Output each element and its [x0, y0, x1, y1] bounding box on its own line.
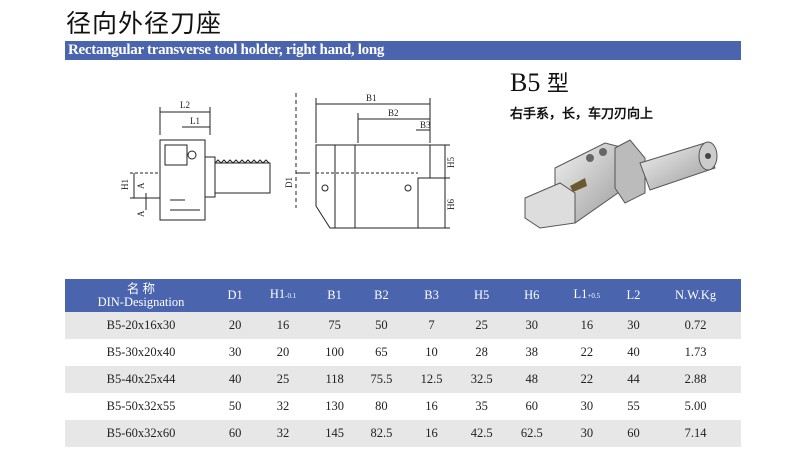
table-row: B5-50x32x55 50 32 130 80 16 35 60 30 55 5.00	[65, 393, 741, 420]
product-image	[524, 139, 718, 229]
subtitle-band: Rectangular transverse tool holder, righ…	[65, 41, 741, 60]
side-view-drawing: L2 L1 H1 A A	[120, 100, 271, 221]
header-weight: N.W.Kg	[650, 279, 741, 312]
table-cell: 7	[406, 312, 457, 339]
table-cell: 50	[228, 399, 242, 413]
table-cell: 60	[525, 399, 539, 413]
type-code: B5	[510, 68, 541, 97]
table-cell: 38	[525, 345, 539, 359]
table-cell: 50	[356, 312, 407, 339]
header-B2: B2	[356, 279, 407, 312]
table-cell: 25	[253, 366, 313, 393]
header-B3: B3	[406, 279, 457, 312]
table-cell: 10	[425, 345, 438, 359]
table-cell: 28	[475, 345, 488, 359]
dim-label-H6: H6	[446, 199, 456, 210]
header-L2: L2	[616, 279, 651, 312]
table-cell: 145	[312, 420, 357, 447]
table-cell: 0.72	[650, 312, 741, 339]
table-cell: 35	[475, 399, 488, 413]
table-cell: 12.5	[406, 366, 457, 393]
table-cell: 82.5	[356, 420, 407, 447]
table-cell: 30	[556, 420, 617, 447]
table-cell: 100	[325, 345, 344, 359]
table-cell: 40	[217, 366, 254, 393]
cell-designation: B5-30x20x40	[106, 345, 176, 359]
table-cell: 60	[616, 420, 651, 447]
table-cell: 16	[425, 399, 438, 413]
dim-label-H1: H1	[120, 179, 130, 190]
table-cell: 118	[312, 366, 357, 393]
table-cell: 65	[375, 345, 388, 359]
header-name-cn: 名 称	[126, 281, 156, 296]
table-cell: 20	[276, 345, 290, 359]
dim-label-B2: B2	[388, 108, 399, 118]
dim-label-A: A	[136, 182, 146, 189]
table-cell: 44	[616, 366, 651, 393]
dim-label-B1: B1	[366, 93, 377, 103]
table-cell: 40	[627, 345, 640, 359]
table-cell: 16	[253, 312, 313, 339]
type-label: B5 型	[510, 66, 569, 98]
table-cell: 30	[616, 312, 651, 339]
header-H1: H1-0.1	[253, 279, 313, 312]
header-D1: D1	[217, 279, 254, 312]
table-cell: 20	[217, 312, 254, 339]
type-suffix: 型	[546, 72, 569, 97]
header-H6: H6	[506, 279, 557, 312]
page-title: 径向外径刀座	[66, 9, 223, 38]
header-H5: H5	[456, 279, 507, 312]
table-cell: 62.5	[506, 420, 557, 447]
table-cell: 42.5	[456, 420, 507, 447]
table-cell: 30	[506, 312, 557, 339]
dim-label-L1: L1	[190, 116, 200, 126]
table-cell: 30	[228, 345, 242, 359]
table-cell: 5.00	[684, 399, 707, 413]
table-cell: 1.73	[684, 345, 707, 359]
table-cell: 80	[375, 399, 388, 413]
dim-label-D1: D1	[284, 177, 294, 188]
table-cell: 16	[556, 312, 617, 339]
front-view-drawing: B1 B2 B3 H5 H6 D1	[284, 93, 456, 229]
dim-label-A-lower: A	[136, 210, 146, 217]
cell-designation: B5-60x32x60	[65, 420, 217, 447]
table-cell: 32.5	[456, 366, 507, 393]
cell-designation: B5-20x16x30	[65, 312, 217, 339]
table-cell: 22	[580, 345, 594, 359]
dim-label-B3: B3	[420, 120, 431, 130]
cell-designation: B5-40x25x44	[65, 366, 217, 393]
table-cell: 130	[325, 399, 344, 413]
table-cell: 32	[253, 420, 313, 447]
header-B1: B1	[312, 279, 357, 312]
table-cell: 75	[312, 312, 357, 339]
dim-label-L2: L2	[180, 100, 190, 110]
table-cell: 48	[506, 366, 557, 393]
dim-label-H5: H5	[446, 157, 456, 168]
table-cell: 32	[276, 399, 290, 413]
type-description: 右手系，长，车刀刃向上	[510, 107, 654, 122]
table-cell: 75.5	[356, 366, 407, 393]
header-name-en: DIN-Designation	[97, 294, 185, 309]
table-row: B5-30x20x40 30 20 100 65 10 28 38 22 40 1.73	[65, 339, 741, 366]
table-cell: 30	[580, 399, 594, 413]
header-L1: L1+0.5	[556, 279, 617, 312]
cell-designation: B5-50x32x55	[106, 399, 176, 413]
table-cell: 22	[556, 366, 617, 393]
table-cell: 55	[627, 399, 640, 413]
table-cell: 16	[406, 420, 457, 447]
table-cell: 2.88	[650, 366, 741, 393]
table-cell: 25	[456, 312, 507, 339]
table-cell: 7.14	[650, 420, 741, 447]
table-cell: 60	[217, 420, 254, 447]
